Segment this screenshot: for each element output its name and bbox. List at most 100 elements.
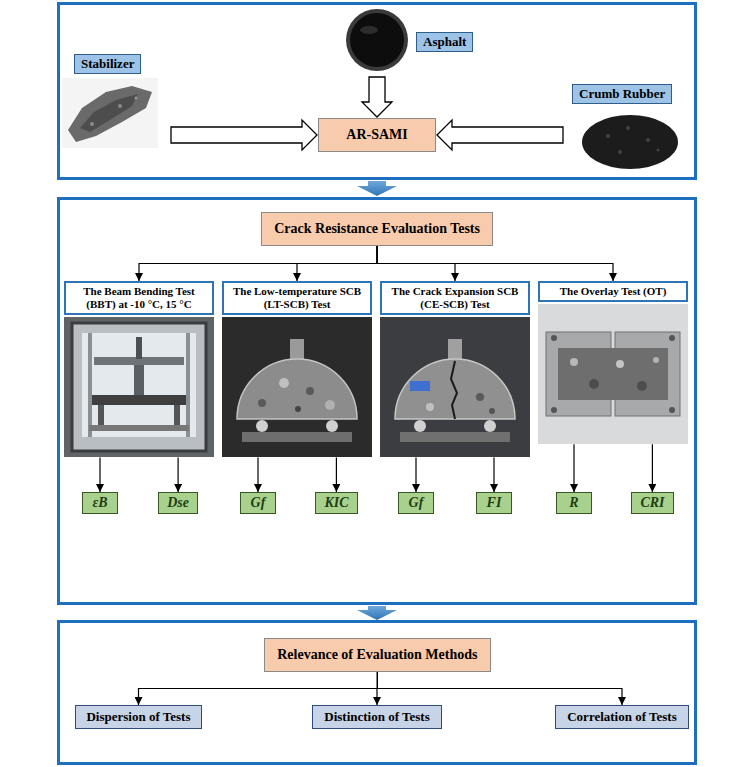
roller — [326, 420, 338, 432]
bolt — [551, 335, 557, 341]
bolt — [669, 335, 675, 341]
background — [222, 317, 372, 457]
stabilizer-ground — [62, 78, 158, 148]
aggregate — [476, 393, 484, 401]
test-box: The Beam Bending Test (BBT) at -10 °C, 1… — [64, 281, 214, 457]
speckle — [118, 104, 122, 108]
material-label: Crumb Rubber — [572, 84, 672, 104]
box-text: Crack Resistance Evaluation Tests — [274, 221, 480, 237]
connector-arrow — [573, 444, 574, 492]
ot-photo — [538, 304, 688, 444]
aggregate — [279, 378, 289, 388]
base — [400, 432, 510, 442]
box-text: Gf — [409, 495, 424, 511]
load-head — [290, 339, 304, 359]
speckle — [657, 149, 660, 152]
connector-arrow — [377, 672, 622, 705]
box-text: Correlation of Tests — [567, 709, 677, 725]
aggregate — [306, 387, 314, 395]
material-crumb-rubber: Crumb Rubber — [564, 84, 686, 174]
box-text: Distinction of Tests — [324, 709, 429, 725]
background — [380, 317, 530, 457]
aggregate — [295, 406, 301, 412]
aggregate — [570, 358, 578, 366]
bolt — [551, 407, 557, 413]
category-box: Crack Resistance Evaluation Tests — [261, 212, 493, 246]
support — [98, 405, 104, 425]
material-asphalt: Asphalt — [336, 4, 496, 76]
block-arrow — [171, 120, 317, 150]
roller — [414, 420, 426, 432]
connector-arrow — [336, 457, 337, 492]
test-title: The Overlay Test (OT) — [538, 281, 688, 302]
connector-arrow — [493, 457, 494, 492]
crack — [451, 361, 457, 419]
test-title: The Low-temperature SCB (LT-SCB) Test — [222, 281, 372, 315]
scb-specimen — [237, 359, 357, 419]
stabilizer-fibre — [80, 94, 138, 132]
load-head — [448, 339, 462, 359]
beam-specimen — [92, 395, 186, 405]
speckle — [646, 138, 650, 142]
index-box: εB — [82, 492, 118, 514]
ce-scb-photo — [380, 317, 530, 457]
box-text: Dispersion of Tests — [86, 709, 190, 725]
crumb-rubber-image — [578, 106, 682, 172]
index-box: R — [556, 492, 592, 514]
aggregate — [653, 357, 659, 363]
asphalt-can — [346, 9, 408, 71]
aggregate — [426, 403, 434, 411]
connector-arrow — [178, 457, 179, 492]
speckle — [626, 126, 630, 130]
aspect-box: Correlation of Tests — [555, 705, 689, 729]
index-box: Gf — [240, 492, 276, 514]
category-box: Relevance of Evaluation Methods — [264, 638, 491, 672]
aggregate — [258, 399, 266, 407]
bbt-photo — [64, 317, 214, 457]
asphalt-image — [343, 8, 411, 72]
speckle — [135, 97, 138, 100]
panel-frame — [59, 199, 696, 604]
base — [89, 425, 189, 431]
index-box: FI — [476, 492, 512, 514]
material-stabilizer: Stabilizer — [60, 54, 170, 154]
load-head — [134, 365, 144, 395]
rod — [88, 333, 92, 437]
connector-arrow — [257, 457, 258, 492]
asphalt-gloss — [360, 26, 378, 34]
box-text: Gf — [251, 495, 266, 511]
connector-arrow — [377, 246, 613, 281]
box-text: Relevance of Evaluation Methods — [277, 647, 477, 663]
connector-arrow — [415, 457, 416, 492]
bolt — [669, 407, 675, 413]
support — [174, 405, 180, 425]
window — [82, 333, 196, 437]
block-arrow — [362, 77, 392, 117]
speckle — [606, 134, 610, 138]
ot-specimen — [558, 348, 668, 400]
flow-arrow — [357, 181, 397, 196]
aggregate — [325, 400, 335, 410]
index-box: Gf — [398, 492, 434, 514]
flow-arrow — [357, 606, 397, 620]
aspect-box: Dispersion of Tests — [75, 705, 202, 729]
rubber-pile — [582, 115, 678, 169]
connector-arrow — [297, 246, 377, 281]
test-box: The Overlay Test (OT) — [538, 281, 688, 444]
box-text: CRI — [640, 495, 664, 511]
connector-arrow — [652, 444, 653, 492]
test-title: The Crack Expansion SCB (CE-SCB) Test — [380, 281, 530, 315]
material-label: Asphalt — [416, 32, 473, 52]
lt-scb-photo — [222, 317, 372, 457]
box-text: εB — [92, 495, 107, 511]
background — [538, 304, 688, 444]
aggregate — [589, 379, 599, 389]
block-arrow — [437, 120, 563, 150]
product-box: AR-SAMI — [318, 118, 436, 152]
speckle — [90, 122, 94, 126]
connector-arrow — [139, 672, 378, 705]
box-text: R — [569, 495, 578, 511]
box-text: AR-SAMI — [346, 127, 407, 143]
